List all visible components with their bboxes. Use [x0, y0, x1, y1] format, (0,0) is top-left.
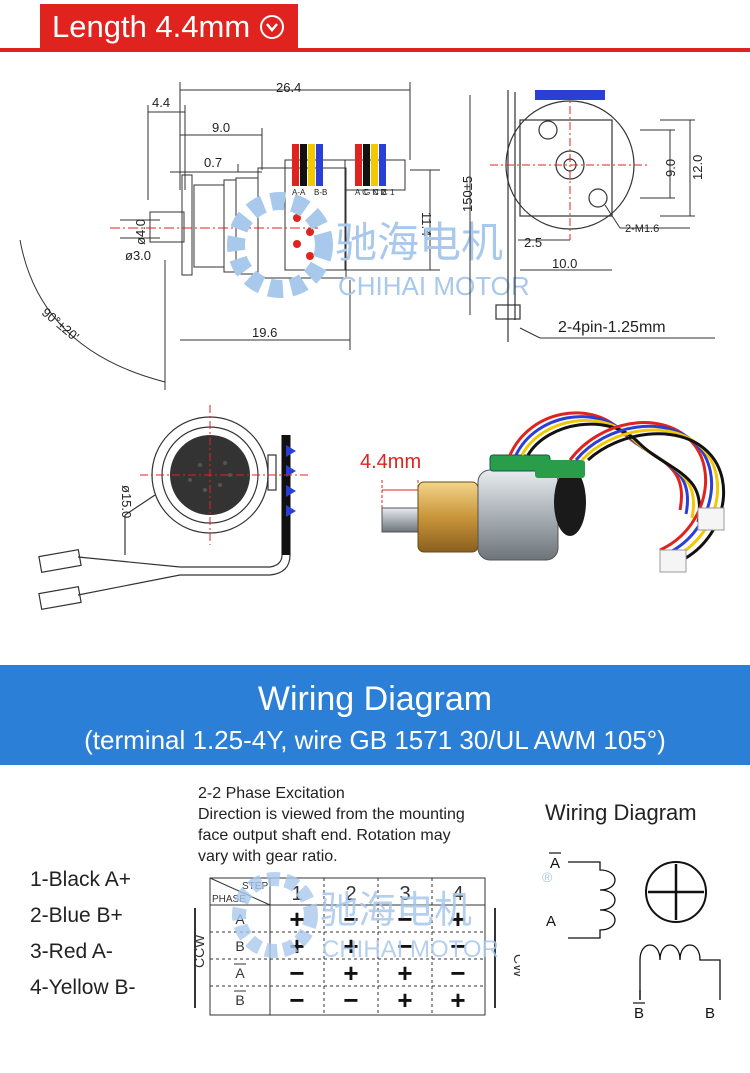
section-title: Wiring Diagram — [257, 680, 493, 718]
cell-4-2: − — [343, 985, 358, 1015]
dim-len196: 19.6 — [252, 325, 277, 340]
registered-mark: ® — [542, 869, 553, 885]
watermark-cn-2: 驰海电机 — [320, 890, 472, 932]
dim-w12: 12.0 — [690, 155, 705, 180]
notes-line-3: vary with gear ratio. — [198, 848, 338, 865]
wiring-diagram-figure: A A B B ® — [542, 852, 721, 1022]
step-2: 2 — [345, 883, 356, 905]
watermark-cn: 驰海电机 — [335, 219, 503, 266]
motor-photo: 4.4mm — [360, 411, 725, 573]
pcb-label-a: A-A — [292, 188, 306, 197]
label-b: B — [705, 1005, 715, 1022]
pcb-label-b: B-B — [314, 188, 327, 197]
dim-body9: 9.0 — [212, 120, 230, 135]
ccw-label: CCW — [191, 934, 207, 968]
pcb-label-c3: C 2 — [373, 188, 386, 197]
header-title: Length 4.4mm — [52, 9, 251, 44]
dim-10: 10.0 — [552, 256, 577, 271]
label-a: A — [546, 913, 556, 930]
watermark-top: 驰海电机 CHIHAI MOTOR — [227, 192, 530, 301]
dim-25: 2.5 — [524, 235, 542, 250]
dim-angle: 90°±20' — [39, 305, 82, 345]
step-3: 3 — [399, 883, 410, 905]
label-b-bar: B — [634, 1005, 644, 1022]
row-3-phase: A — [235, 965, 245, 981]
pin-list: 1-Black A+ 2-Blue B+ 3-Red A- 4-Yellow B… — [30, 862, 135, 1006]
dim-connector: 2-4pin-1.25mm — [558, 319, 666, 336]
watermark-en: CHIHAI MOTOR — [338, 271, 530, 301]
cell-1-1: + — [289, 904, 304, 934]
cell-3-1: − — [289, 958, 304, 988]
pcb-label-c4: C 1 — [382, 188, 395, 197]
label-a-bar: A — [550, 855, 560, 872]
phase-label: PHASE — [212, 894, 246, 905]
rear-view-drawing: ø15.0 — [38, 405, 310, 611]
pin-2: 2-Blue B+ — [30, 904, 123, 927]
dim-overall: 26.4 — [276, 80, 301, 95]
dim-screw: 2-M1.6 — [625, 223, 659, 235]
pin-4: 4-Yellow B- — [30, 976, 136, 999]
photo-label: 4.4mm — [360, 451, 421, 473]
step-4: 4 — [452, 883, 463, 905]
cw-label: CW — [511, 954, 520, 978]
chevron-down-icon — [260, 15, 285, 39]
cell-2-2: + — [343, 931, 358, 961]
watermark-bottom: 驰海电机 CHIHAI MOTOR — [232, 872, 499, 963]
cell-4-1: − — [289, 985, 304, 1015]
notes-line-2: face output shaft end. Rotation may — [198, 827, 451, 844]
notes-line-1: Direction is viewed from the mounting — [198, 806, 465, 823]
cell-4-4: + — [450, 985, 465, 1015]
header-banner: Length 4.4mm — [0, 0, 750, 56]
front-view-drawing: 150±5 9.0 12.0 2.5 10.0 2-M1.6 2-4pin-1.… — [460, 90, 715, 342]
section-subtitle: (terminal 1.25-4Y, wire GB 1571 30/UL AW… — [84, 725, 666, 755]
cell-3-2: + — [343, 958, 358, 988]
pin-1: 1-Black A+ — [30, 868, 131, 891]
dim-d15: ø15.0 — [119, 485, 134, 518]
dim-114: 11.4 — [419, 212, 434, 236]
pcb-label-c2: G N D — [364, 188, 386, 197]
cell-2-3: − — [397, 931, 412, 961]
dim-lead: 150±5 — [460, 176, 475, 212]
wiring-diagram-title: Wiring Diagram — [545, 800, 697, 825]
dim-d40: ø4.0 — [133, 219, 148, 245]
dim-07: 0.7 — [204, 155, 222, 170]
side-view-drawing: 26.4 4.4 9.0 0.7 11.4 ø4.0 ø3.0 19.6 90°… — [19, 80, 440, 390]
cell-3-3: + — [397, 958, 412, 988]
cell-1-3: − — [397, 904, 412, 934]
dim-w9: 9.0 — [663, 159, 678, 177]
excitation-notes: 2-2 Phase Excitation Direction is viewed… — [198, 783, 465, 867]
notes-heading: 2-2 Phase Excitation — [198, 785, 345, 802]
cell-4-3: + — [397, 985, 412, 1015]
cell-2-4: − — [450, 931, 465, 961]
dim-front: 4.4 — [152, 95, 170, 110]
pin-3: 3-Red A- — [30, 940, 113, 963]
header-rule — [0, 48, 750, 52]
watermark-en-2: CHIHAI MOTOR — [322, 936, 499, 963]
cell-3-4: − — [450, 958, 465, 988]
pcb-label-c1: A C — [355, 188, 368, 197]
row-2-phase: B — [235, 938, 244, 954]
dim-d30: ø3.0 — [125, 248, 151, 263]
header-tag: Length 4.4mm — [40, 4, 299, 50]
cell-1-2: − — [343, 904, 358, 934]
section-band: Wiring Diagram (terminal 1.25-4Y, wire G… — [0, 665, 750, 765]
phase-table: STEP PHASE 1 2 3 4 A B A B + − − + + + −… — [191, 877, 520, 1016]
row-4-phase: B — [235, 992, 244, 1008]
cell-1-4: + — [450, 904, 465, 934]
